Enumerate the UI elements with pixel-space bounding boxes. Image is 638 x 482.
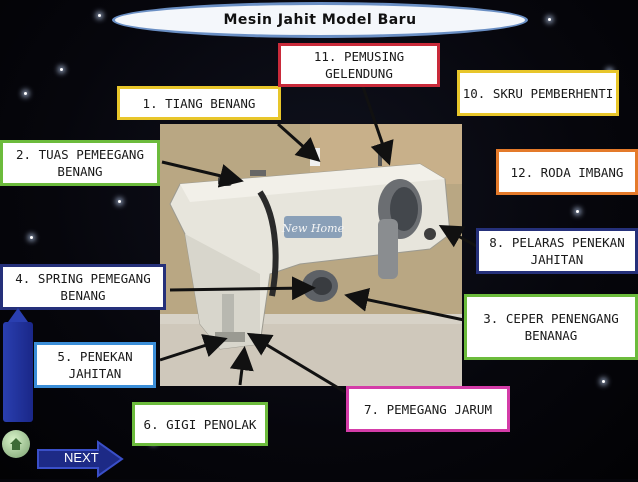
arrow-tiang-benang: [276, 122, 321, 163]
label-pelaras-penekan-jahitan[interactable]: 8. Pelaras Penekan Jahitan: [476, 228, 638, 274]
star-sparkle: [118, 200, 121, 203]
arrow-pemegang-jarum: [246, 332, 346, 394]
brand-plate-text: New Home: [281, 222, 345, 235]
label-gigi-penolak[interactable]: 6. Gigi Penolak: [132, 402, 268, 446]
star-sparkle: [98, 14, 101, 17]
label-skru-pemberhenti[interactable]: 10. Skru Pemberhenti: [457, 70, 619, 116]
arrow-ceper: [344, 287, 465, 322]
title-banner: Mesin Jahit Model Baru: [112, 2, 528, 38]
star-sparkle: [24, 92, 27, 95]
label-penekan-jahitan[interactable]: 5. Penekan Jahitan: [34, 342, 156, 388]
arrow-pemusing-gelendung: [360, 83, 394, 166]
next-label: NEXT: [64, 450, 99, 465]
label-spring-pemegang-benang[interactable]: 4. Spring Pemegang Benang: [0, 264, 166, 310]
label-roda-imbang[interactable]: 12. Roda Imbang: [496, 149, 638, 195]
star-sparkle: [60, 68, 63, 71]
home-icon: [10, 438, 22, 450]
star-sparkle: [30, 236, 33, 239]
star-sparkle: [602, 380, 605, 383]
arrow-spring-pemegang: [169, 276, 316, 301]
next-arrow-icon: [37, 440, 124, 478]
slide-title: Mesin Jahit Model Baru: [223, 12, 417, 28]
arrow-tuas-pemegang: [161, 160, 244, 188]
label-pemusing-gelendung[interactable]: 11. Pemusing Gelendung: [278, 43, 440, 87]
label-tuas-pemegang-benang[interactable]: 2. Tuas Pemeegang Benang: [0, 140, 160, 186]
arrow-gigi-penolak: [229, 346, 254, 386]
label-pemegang-jarum[interactable]: 7. Pemegang Jarum: [346, 386, 510, 432]
star-sparkle: [548, 18, 551, 21]
arrow-pelaras: [438, 225, 477, 248]
label-tiang-benang[interactable]: 1. Tiang Benang: [117, 86, 281, 120]
home-button[interactable]: [2, 430, 30, 458]
previous-tab-button[interactable]: [3, 308, 33, 422]
label-ceper-penengang-benang[interactable]: 3. Ceper Penengang Benanag: [464, 294, 638, 360]
next-button[interactable]: NEXT: [36, 440, 124, 478]
arrow-penekan-jahitan: [159, 334, 228, 362]
star-sparkle: [576, 210, 579, 213]
